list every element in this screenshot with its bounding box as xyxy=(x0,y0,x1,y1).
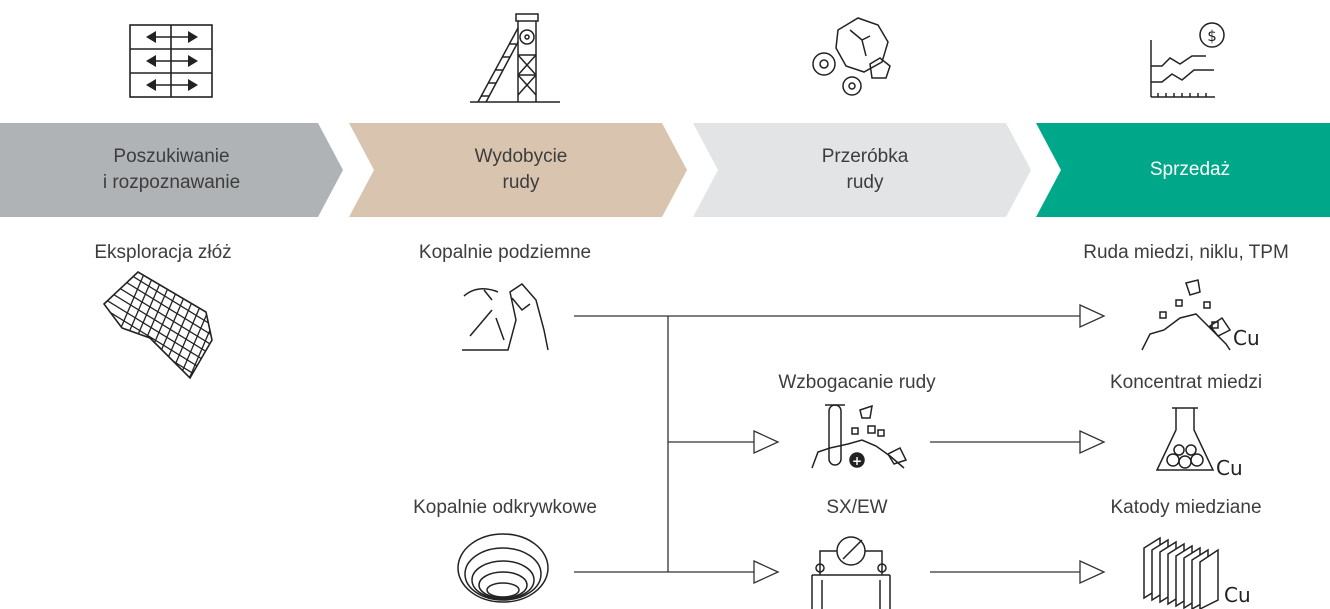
stage-3-chevron xyxy=(693,123,1031,217)
arrow-icon xyxy=(1079,303,1106,329)
label-open-pit-mines: Kopalnie odkrywkowe xyxy=(413,497,597,518)
flow-arrowheads xyxy=(753,303,1106,585)
grid-arrows-icon xyxy=(129,24,213,98)
ore-pile-icon xyxy=(1141,279,1232,351)
stage-2-line-2: rudy xyxy=(502,172,540,193)
stage-3-line-2: rudy xyxy=(846,172,884,193)
stage-2-chevron xyxy=(349,123,687,217)
label-cathodes: Katody miedziane xyxy=(1110,497,1262,518)
flask-icon xyxy=(1155,407,1215,471)
cathode-plates-icon xyxy=(1143,536,1219,609)
ore-gears-icon xyxy=(812,17,891,96)
label-underground-mines: Kopalnie podziemne xyxy=(418,242,592,263)
test-tube-ore-icon xyxy=(811,404,908,469)
label-concentrate: Koncentrat miedzi xyxy=(1109,372,1263,393)
stage-1-chevron xyxy=(0,123,343,217)
stage-1-line-1: Poszukiwanie xyxy=(113,146,230,167)
deposit-grid-icon xyxy=(102,271,213,380)
label-exploration: Eksploracja złóż xyxy=(94,242,232,263)
stage-1-label: Poszukiwanie i rozpoznawanie xyxy=(0,123,343,217)
label-sxew: SX/EW xyxy=(826,497,888,518)
arrow-icon xyxy=(753,559,780,585)
label-enrichment: Wzbogacanie rudy xyxy=(778,372,936,393)
pickaxe-rock-icon xyxy=(462,283,549,351)
plus-icon: + xyxy=(852,454,862,468)
mine-shaft-tower-icon xyxy=(470,13,560,103)
arrow-icon xyxy=(1079,429,1106,455)
stage-4-line-1: Sprzedaż xyxy=(1149,159,1231,180)
flow-connectors xyxy=(574,315,1080,573)
arrow-icon xyxy=(753,429,780,455)
stage-3-label: Przeróbka rudy xyxy=(700,123,1030,217)
cu-symbol-cathodes: Cu xyxy=(1224,583,1251,607)
stage-1-line-2: i rozpoznawanie xyxy=(102,172,241,193)
stage-3-line-1: Przeróbka xyxy=(821,146,909,167)
stage-4-label: Sprzedaż xyxy=(1050,123,1330,217)
open-pit-icon xyxy=(457,533,549,603)
cu-symbol-ore: Cu xyxy=(1233,326,1260,350)
stage-4-chevron xyxy=(1036,123,1330,217)
stage-2-line-1: Wydobycie xyxy=(474,146,568,167)
cu-symbol-concentrate: Cu xyxy=(1216,456,1243,480)
label-ore-product: Ruda miedzi, niklu, TPM xyxy=(1083,242,1289,263)
electrolysis-cell-icon xyxy=(811,536,891,609)
stage-2-label: Wydobycie rudy xyxy=(356,123,686,217)
arrow-icon xyxy=(1079,559,1106,585)
price-chart-dollar-icon xyxy=(1150,22,1225,98)
dollar-icon: $ xyxy=(1207,27,1217,45)
